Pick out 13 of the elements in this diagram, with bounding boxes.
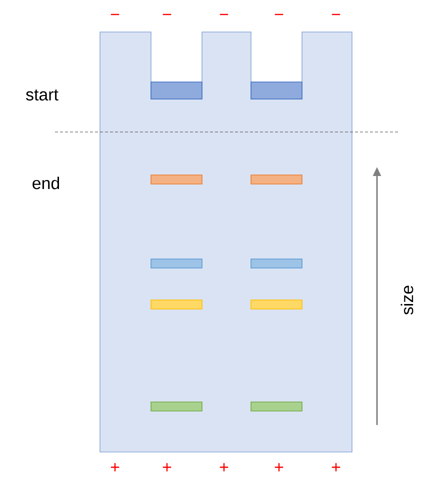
charge-sign: − bbox=[110, 14, 120, 16]
charge-sign: + bbox=[110, 463, 120, 472]
charge-sign: − bbox=[220, 14, 228, 16]
charge-sign: − bbox=[332, 14, 340, 16]
charge-sign: + bbox=[274, 463, 284, 472]
row-label: start bbox=[26, 89, 58, 101]
charge-sign: − bbox=[274, 14, 284, 16]
charge-sign: + bbox=[332, 463, 340, 472]
axis-label: size bbox=[400, 286, 414, 315]
charge-sign: + bbox=[220, 463, 228, 472]
charge-sign: − bbox=[162, 14, 172, 16]
charge-sign: + bbox=[162, 463, 172, 472]
row-label: end bbox=[32, 176, 60, 190]
